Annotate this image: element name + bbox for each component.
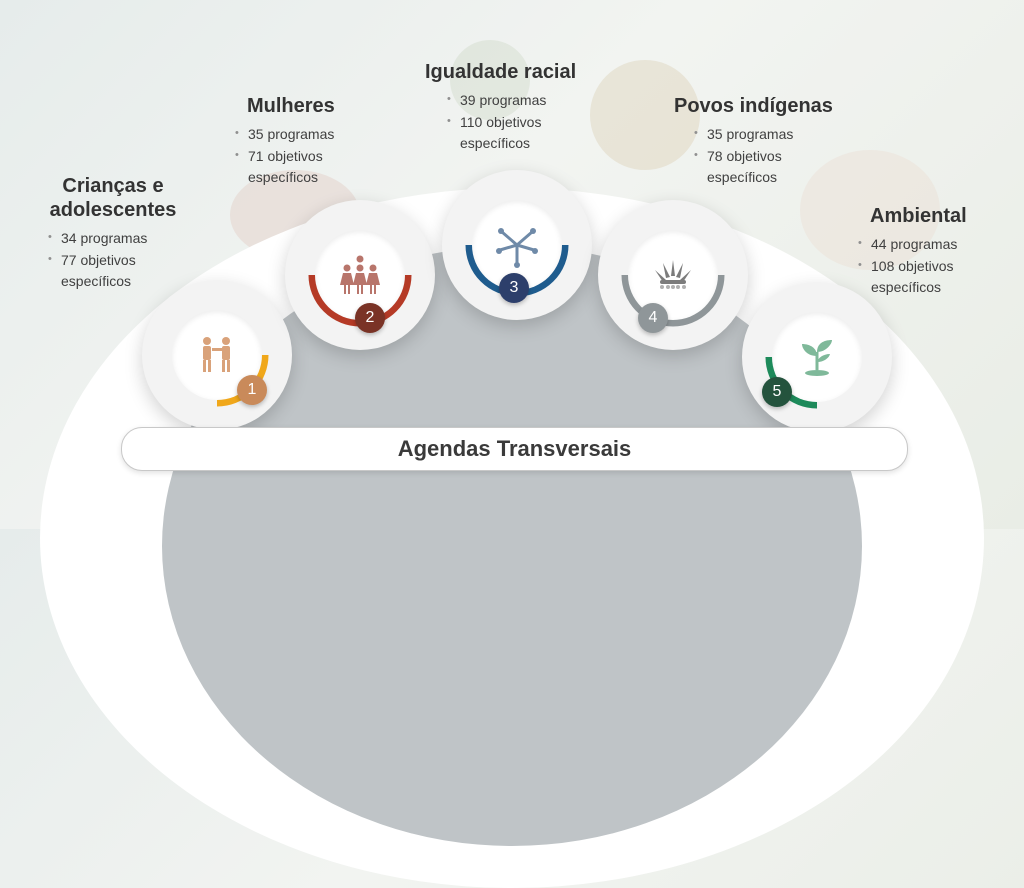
agenda-title-5: Ambiental [870, 205, 967, 227]
agenda-programs-1: 34 programas [48, 228, 208, 250]
agenda-objectives-2: 71 objetivos específicos [235, 146, 348, 189]
agenda-label-2: Mulheres 35 programas 71 objetivos espec… [235, 94, 395, 189]
agenda-circle-2: 2 [285, 200, 435, 350]
agenda-objectives-1: 77 objetivos específicos [48, 250, 161, 293]
agenda-label-1: Crianças e adolescentes 34 programas 77 … [38, 174, 208, 293]
agenda-circle-3: 3 [442, 170, 592, 320]
agenda-circle-4: 4 [598, 200, 748, 350]
agenda-programs-2: 35 programas [235, 124, 395, 146]
number-badge-5: 5 [762, 377, 792, 407]
agenda-title-3: Igualdade racial [425, 61, 577, 83]
agenda-label-3: Igualdade racial 39 programas 110 objeti… [425, 60, 625, 155]
number-badge-1: 1 [237, 375, 267, 405]
agenda-objectives-5: 108 objetivos específicos [858, 256, 981, 299]
agenda-label-5: Ambiental 44 programas 108 objetivos esp… [858, 204, 1008, 299]
agenda-label-4: Povos indígenas 35 programas 78 objetivo… [674, 94, 854, 189]
agenda-programs-3: 39 programas [447, 90, 625, 112]
agenda-circle-1: 1 [142, 280, 292, 430]
agenda-programs-4: 35 programas [694, 124, 854, 146]
agendas-banner: Agendas Transversais [121, 427, 908, 471]
agenda-objectives-3: 110 objetivos específicos [447, 112, 570, 155]
agenda-circle-5: 5 [742, 282, 892, 432]
agenda-programs-5: 44 programas [858, 234, 1008, 256]
agenda-title-4: Povos indígenas [674, 95, 833, 117]
number-badge-4: 4 [638, 303, 668, 333]
agenda-title-2: Mulheres [247, 95, 335, 117]
agenda-title-1: Crianças e adolescentes [49, 175, 177, 221]
number-badge-2: 2 [355, 303, 385, 333]
agenda-objectives-4: 78 objetivos específicos [694, 146, 807, 189]
number-badge-3: 3 [499, 273, 529, 303]
